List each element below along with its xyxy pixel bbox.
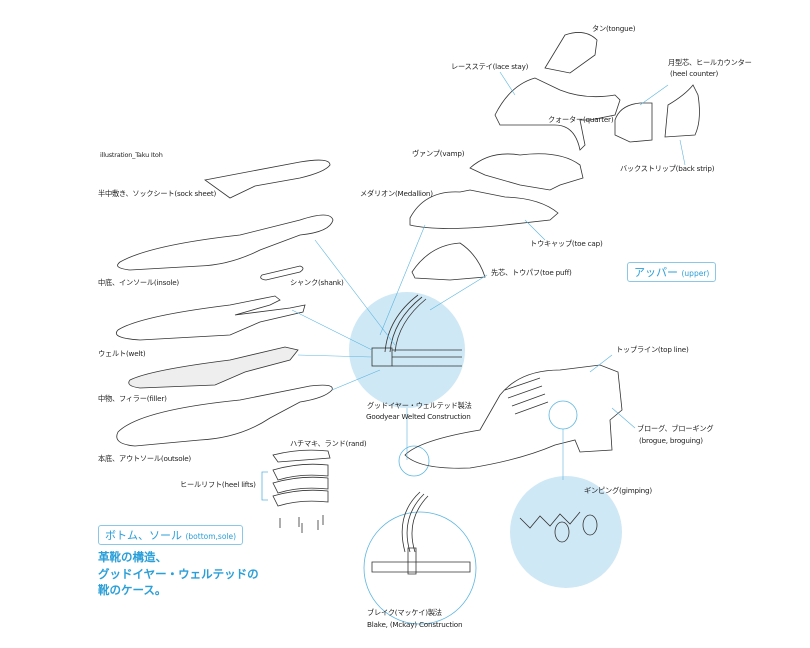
label-welt: ウェルト(welt) <box>98 349 146 358</box>
label-sock-sheet: 半中敷き、ソックシート(sock sheet) <box>98 189 217 198</box>
heel-lift-2 <box>272 476 329 494</box>
welt-highlight-circle <box>398 445 430 477</box>
label-brogue-jp: ブローグ、ブローギング <box>637 424 714 433</box>
label-insole: 中底、インソール(insole) <box>98 278 180 287</box>
toe-puff-shape <box>411 242 486 281</box>
label-top-line: トップライン(top line) <box>616 345 689 354</box>
label-outsole: 本底、アウトソール(outsole) <box>98 454 192 463</box>
blake-detail-circle <box>363 511 477 625</box>
goodyear-upper-layers <box>384 294 427 353</box>
label-gimping: ギンピング(gimping) <box>584 486 652 495</box>
label-blake-en: Blake, (Mckay) Construction <box>367 620 463 629</box>
credit: illustration_Taku Itoh <box>100 151 163 159</box>
blake-upper-layers <box>401 491 429 553</box>
label-brogue-en: (brogue, broguing) <box>639 436 703 445</box>
heel-lift-3 <box>272 489 329 507</box>
label-heel-counter-jp: 月型芯、ヒールカウンター <box>668 58 752 67</box>
gimping-edge <box>519 511 581 529</box>
upper-jp: アッパー <box>634 266 678 279</box>
label-rand: ハチマキ、ランド(rand) <box>290 439 367 448</box>
headline-line-1: 革靴の構造、 <box>98 550 167 564</box>
label-heel-lifts: ヒールリフト(heel lifts) <box>180 480 256 489</box>
bottom-jp: ボトム、ソール <box>105 529 182 542</box>
section-bottom-badge: ボトム、ソール (bottom,sole) <box>98 525 244 545</box>
vamp-shape <box>469 153 584 191</box>
label-goodyear-en: Goodyear Welted Construction <box>366 412 471 421</box>
insole-shape <box>117 214 334 271</box>
label-blake-jp: ブレイク(マッケイ)製法 <box>367 608 442 617</box>
upper-en: (upper) <box>681 269 710 278</box>
label-quarter: クォーター(quarter) <box>548 115 614 124</box>
label-toe-puff: 先芯、トウパフ(toe puff) <box>491 268 572 277</box>
label-back-strip: バックストリップ(back strip) <box>620 164 715 173</box>
headline-line-3: 靴のケース。 <box>98 583 167 597</box>
section-upper-badge: アッパー (upper) <box>627 262 717 282</box>
headline: 革靴の構造、 グッドイヤー・ウェルテッドの 靴のケース。 <box>98 549 259 599</box>
sock-sheet-shape <box>204 159 331 199</box>
shank-shape <box>260 265 304 281</box>
label-tongue: タン(tongue) <box>592 24 636 33</box>
label-heel-counter-en: (heel counter) <box>670 69 719 78</box>
back-strip-shape <box>664 84 700 138</box>
heel-lift-1 <box>272 463 329 481</box>
toe-cap-shape <box>409 189 559 229</box>
lace-stay-quarter-shape <box>494 77 621 151</box>
rand-shape <box>272 449 331 463</box>
label-toe-cap: トウキャップ(toe cap) <box>530 239 603 248</box>
label-medallion: メダリオン(Medallion) <box>360 189 433 198</box>
gimping-detail-circle <box>510 476 622 588</box>
heel-counter-shape <box>614 102 653 143</box>
label-filler: 中物、フィラー(filler) <box>98 394 167 403</box>
bottom-en: (bottom,sole) <box>185 532 237 541</box>
outsole-shape <box>116 384 333 447</box>
label-shank: シャンク(shank) <box>290 278 344 287</box>
label-lace-stay: レースステイ(lace stay) <box>451 62 529 71</box>
filler-shape <box>128 346 299 389</box>
nails <box>279 515 324 533</box>
label-vamp: ヴァンプ(vamp) <box>412 149 465 158</box>
welt-shape <box>115 295 306 341</box>
tongue-shape <box>544 32 598 74</box>
headline-line-2: グッドイヤー・ウェルテッドの <box>98 566 259 581</box>
leader-lines <box>291 71 686 480</box>
assembled-shoe <box>404 364 623 469</box>
gimping-highlight-circle <box>548 400 578 430</box>
label-goodyear-jp: グッドイヤー・ウェルテッド製法 <box>367 401 472 410</box>
